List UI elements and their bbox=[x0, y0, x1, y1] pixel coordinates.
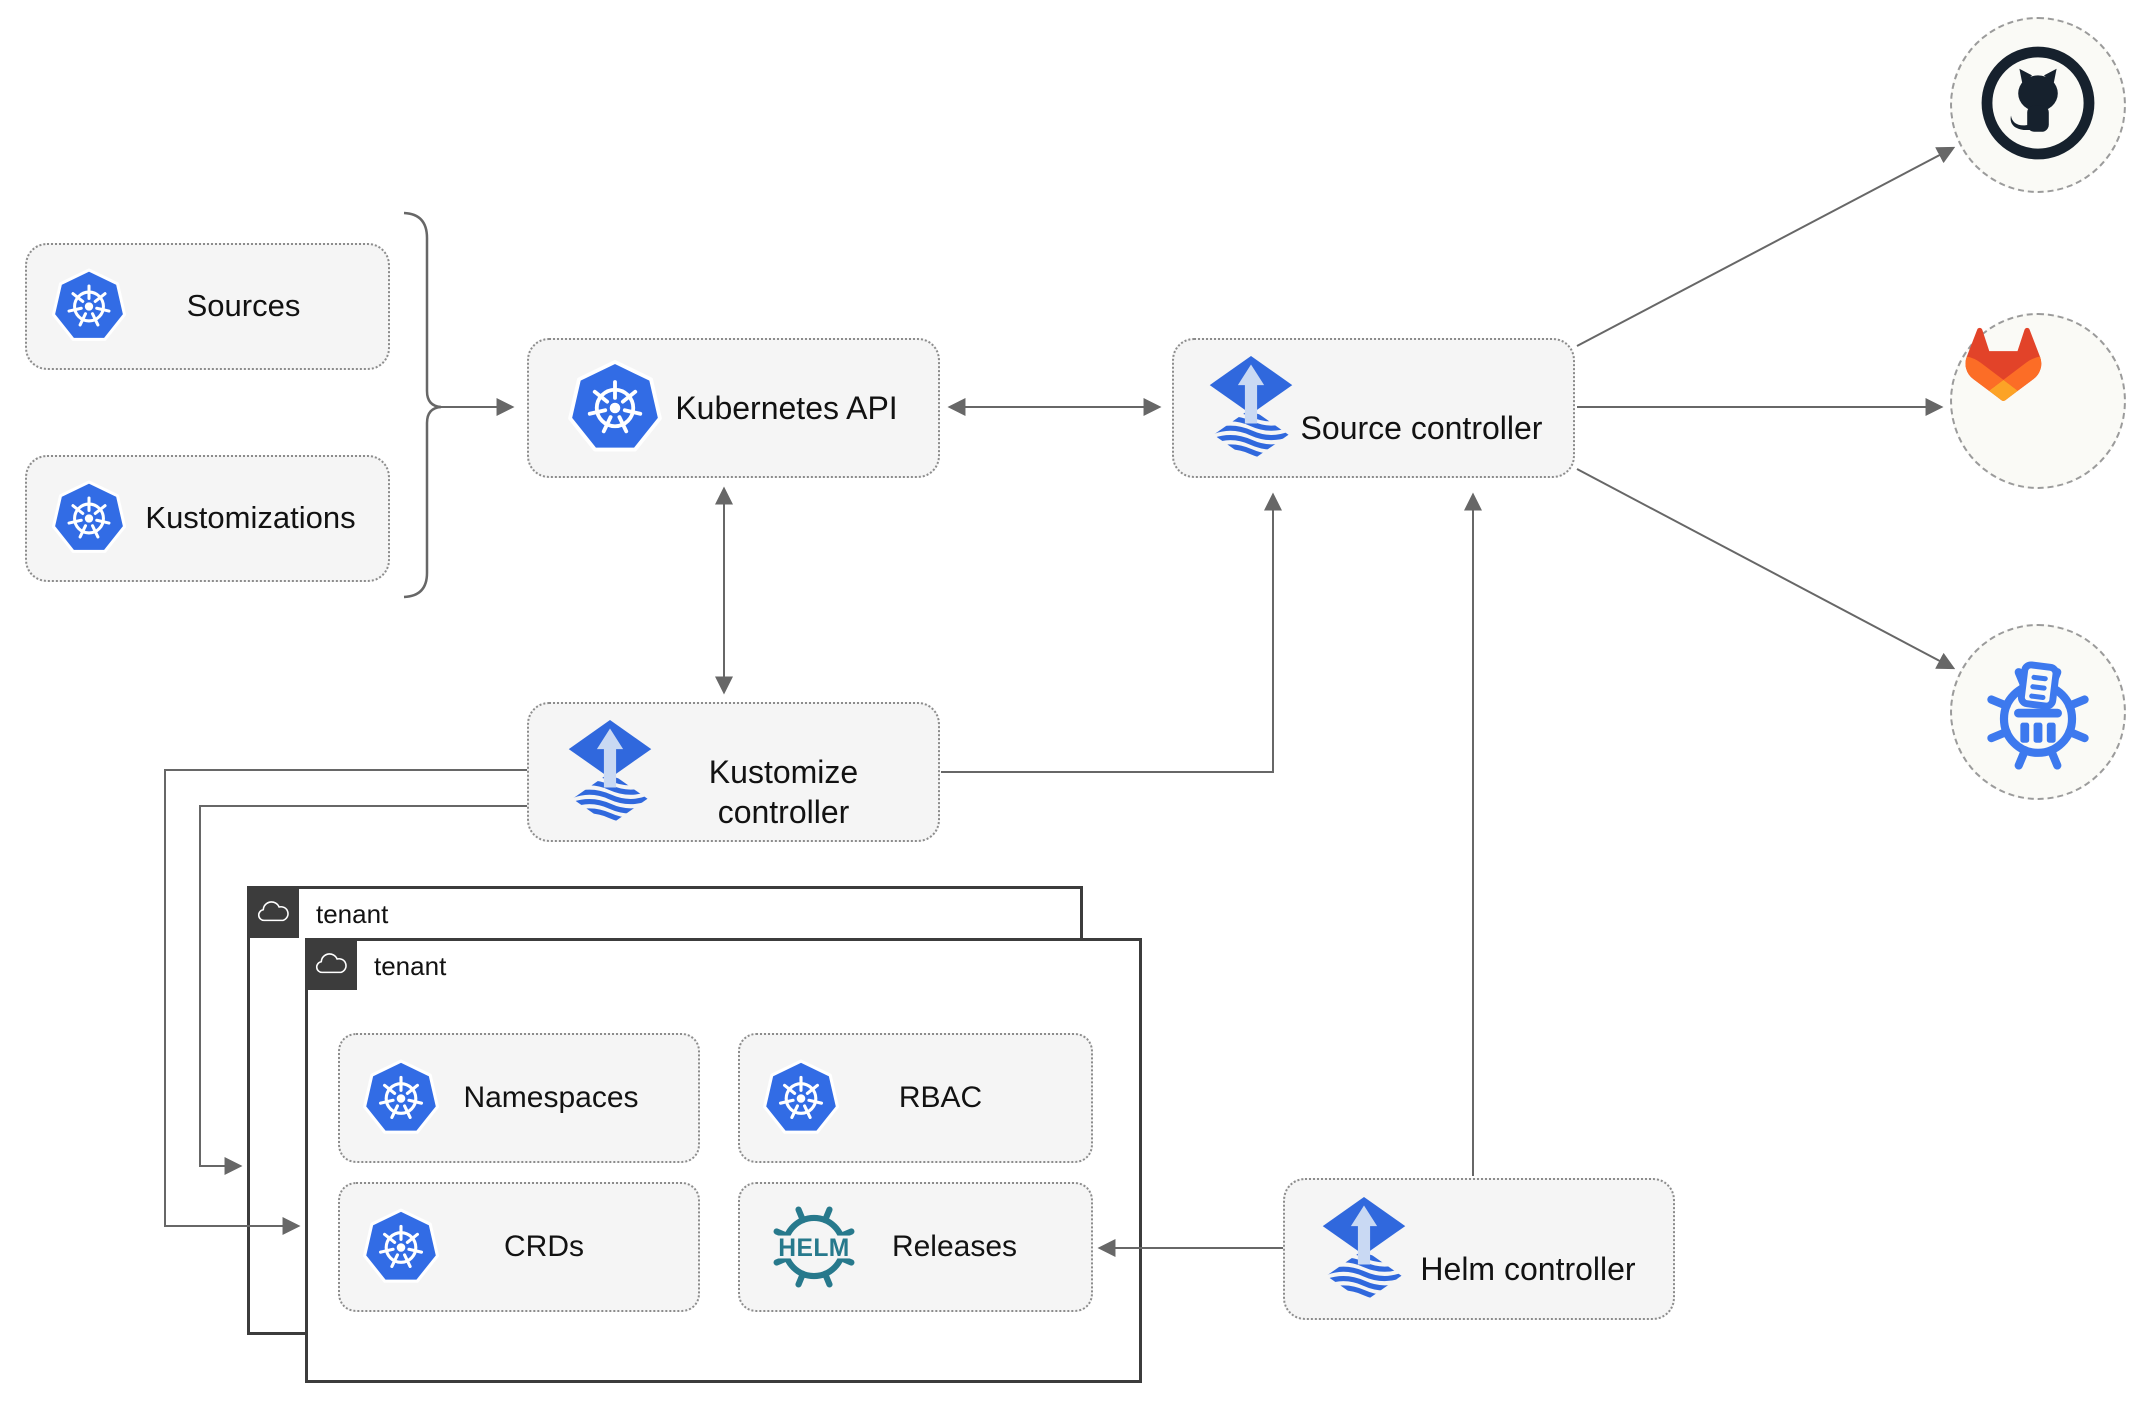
cloud-icon bbox=[305, 938, 357, 990]
kubernetes-icon bbox=[51, 479, 127, 558]
flux-icon bbox=[563, 720, 657, 825]
external-github bbox=[1950, 17, 2126, 193]
node-label: Helm controller bbox=[1420, 1251, 1636, 1287]
node-label: RBAC bbox=[898, 1081, 983, 1115]
node-source-controller: Source controller bbox=[1172, 338, 1575, 478]
node-releases: Releases bbox=[738, 1182, 1093, 1312]
chartmuseum-icon bbox=[1975, 647, 2101, 778]
node-crds: CRDs bbox=[338, 1182, 700, 1312]
node-kubernetes-api: Kubernetes API bbox=[527, 338, 940, 478]
cloud-icon bbox=[247, 886, 299, 938]
tenant-label: tenant bbox=[316, 899, 389, 929]
flux-icon bbox=[1204, 356, 1298, 461]
gitlab-icon bbox=[1963, 324, 2113, 479]
tenant-label: tenant bbox=[374, 951, 447, 981]
node-sources: Sources bbox=[25, 243, 390, 370]
external-chartmuseum bbox=[1950, 624, 2126, 800]
arrow-source-to-github bbox=[1576, 146, 1956, 347]
node-label: Namespaces bbox=[463, 1081, 639, 1115]
node-label: Kustomize controller bbox=[708, 754, 859, 830]
arrow-kustomize-to-source bbox=[941, 492, 1282, 773]
node-namespaces: Namespaces bbox=[338, 1033, 700, 1163]
kubernetes-icon bbox=[762, 1058, 840, 1139]
node-label: CRDs bbox=[504, 1230, 584, 1264]
node-label: Source controller bbox=[1300, 410, 1543, 446]
node-label: Kubernetes API bbox=[675, 390, 898, 426]
node-label: Sources bbox=[186, 288, 301, 324]
node-label: Releases bbox=[891, 1230, 1018, 1264]
helm-icon bbox=[770, 1203, 858, 1291]
kubernetes-icon bbox=[362, 1207, 440, 1288]
arrow-source-to-chartmuseum bbox=[1576, 468, 1956, 670]
kubernetes-icon bbox=[567, 358, 663, 458]
kubernetes-icon bbox=[362, 1058, 440, 1139]
node-kustomizations: Kustomizations bbox=[25, 455, 390, 582]
node-helm-controller: Helm controller bbox=[1283, 1178, 1675, 1320]
node-rbac: RBAC bbox=[738, 1033, 1093, 1163]
node-kustomize-controller: Kustomize controller bbox=[527, 702, 940, 842]
external-gitlab bbox=[1950, 313, 2126, 489]
github-icon bbox=[1978, 43, 2098, 168]
brace-sources-group bbox=[403, 211, 442, 599]
kubernetes-icon bbox=[51, 267, 127, 346]
node-label: Kustomizations bbox=[145, 500, 356, 536]
flux-icon bbox=[1317, 1197, 1411, 1302]
